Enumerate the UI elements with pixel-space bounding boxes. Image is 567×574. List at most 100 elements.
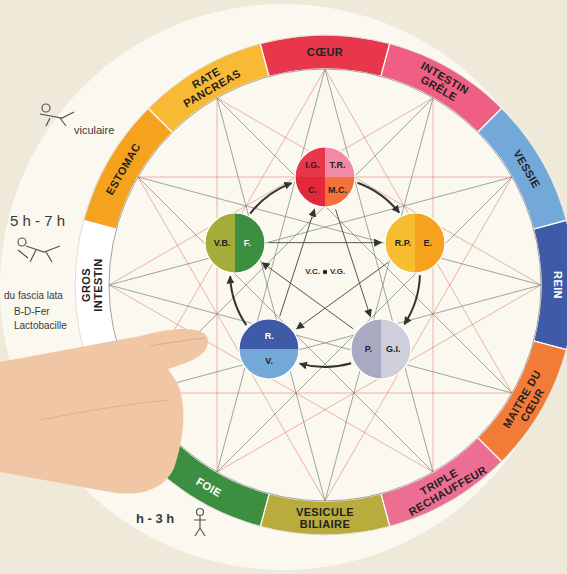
element-label: V.	[244, 349, 294, 374]
meridian-band: FOIE	[170, 461, 247, 512]
control-arrow	[336, 209, 371, 316]
star-line	[217, 285, 541, 472]
element-label: C.	[300, 177, 325, 202]
cycle-arrow	[230, 276, 246, 325]
star-line	[433, 98, 434, 472]
annotation-label: B-D-Fer	[14, 306, 50, 318]
star-line	[217, 98, 512, 393]
star-line	[325, 69, 512, 393]
star-line	[217, 177, 512, 472]
control-arrow	[280, 209, 315, 316]
circle-part	[381, 319, 411, 379]
meridian-band: TRIPLE RECHAUFFEUR	[400, 456, 483, 518]
circle-texts: I.G.T.R.C.M.C.	[300, 152, 350, 202]
pointing-hand	[0, 329, 208, 494]
figure-icon	[18, 238, 60, 262]
element-label: V.B.	[210, 218, 235, 268]
meridian-band: VESICULE BILIAIRE	[284, 506, 366, 530]
control-arrow	[297, 263, 388, 329]
element-label: R.	[244, 324, 294, 349]
circle-part	[385, 213, 415, 273]
band-label: INTESTIN GRÊLE	[400, 52, 483, 114]
element-circle: R.P.E.	[384, 212, 446, 274]
element-label: R.P.	[390, 218, 415, 268]
element-label: E.	[415, 218, 440, 268]
band-label: VESSIE	[501, 130, 552, 207]
cycle-arrow	[404, 275, 420, 324]
element-circle: V.B.F.	[204, 212, 266, 274]
circle-part	[415, 213, 445, 273]
meridian-band: VESSIE	[501, 130, 552, 207]
ring-segment	[478, 341, 567, 462]
element-circle: I.G.T.R.C.M.C.	[294, 146, 356, 208]
element-label: I.G.	[300, 152, 325, 177]
annotation-label: du fascia lata	[4, 290, 63, 302]
annotation-label: h - 3 h	[136, 512, 174, 527]
circle-shape	[350, 318, 412, 380]
circle-texts: R.V.	[244, 324, 294, 374]
circle-part	[205, 213, 235, 273]
photo-crop	[0, 4, 566, 570]
circle-shape	[384, 212, 446, 274]
meridian-band: REIN	[552, 244, 564, 326]
star-line	[325, 177, 512, 501]
band-label: CŒUR	[284, 46, 366, 58]
meridian-band: ESTOMAC	[98, 130, 149, 207]
circle-part	[239, 349, 299, 379]
element-circle: R.V.	[238, 318, 300, 380]
circle-texts: V.B.F.	[210, 218, 260, 268]
star-line	[217, 98, 541, 285]
element-label: P.	[356, 324, 381, 374]
band-label: MAITRE DU CŒUR	[496, 360, 558, 443]
circle-outline	[351, 319, 411, 379]
ring-segment	[381, 44, 502, 133]
annotation-label: 5 h - 7 h	[10, 212, 65, 229]
band-label: TRIPLE RECHAUFFEUR	[400, 456, 483, 518]
control-arrow	[262, 263, 353, 329]
meridian-band: CŒUR	[284, 46, 366, 58]
circle-outline	[239, 319, 299, 379]
circle-part	[239, 319, 299, 349]
band-label: GROS INTESTIN	[80, 244, 104, 326]
band-label: RATE PANCREAS	[167, 52, 250, 114]
cycle-arrow	[250, 183, 291, 213]
circle-outline	[205, 213, 265, 273]
star-line	[138, 285, 541, 393]
ring-segment	[534, 220, 567, 349]
ring-segment	[381, 438, 502, 527]
circle-texts: P.G.I.	[356, 324, 406, 374]
circle-outline	[295, 147, 355, 207]
star-line	[138, 393, 512, 394]
band-label: VESICULE BILIAIRE	[284, 506, 366, 530]
band-label: FOIE	[170, 461, 247, 512]
element-label: M.C.	[325, 177, 350, 202]
circle-shape	[238, 318, 300, 380]
ring-segment	[478, 108, 567, 229]
annotation-label: Lactobacille	[14, 320, 67, 332]
star-line	[217, 98, 325, 501]
band-label: ESTOMAC	[98, 130, 149, 207]
element-label: T.R.	[325, 152, 350, 177]
circle-texts: R.P.E.	[390, 218, 440, 268]
annotation-label: viculaire	[74, 124, 114, 137]
center-dot	[323, 270, 327, 274]
cycle-arrow	[358, 183, 400, 213]
ring-segment	[148, 44, 269, 133]
element-label: G.I.	[381, 324, 406, 374]
figure-icon	[194, 509, 206, 537]
star-line	[138, 177, 541, 285]
cycle-arrow	[300, 363, 351, 367]
element-circle: P.G.I.	[350, 318, 412, 380]
circle-outline	[385, 213, 445, 273]
annotation-label: V.G.	[329, 267, 346, 276]
circle-part	[351, 319, 381, 379]
star-line	[109, 98, 433, 285]
annotation-label: V.C.	[304, 267, 321, 276]
meridian-band: INTESTIN GRÊLE	[400, 52, 483, 114]
band-label: REIN	[552, 244, 564, 326]
element-label: F.	[235, 218, 260, 268]
circle-shape	[294, 146, 356, 208]
meridian-band: RATE PANCREAS	[167, 52, 250, 114]
